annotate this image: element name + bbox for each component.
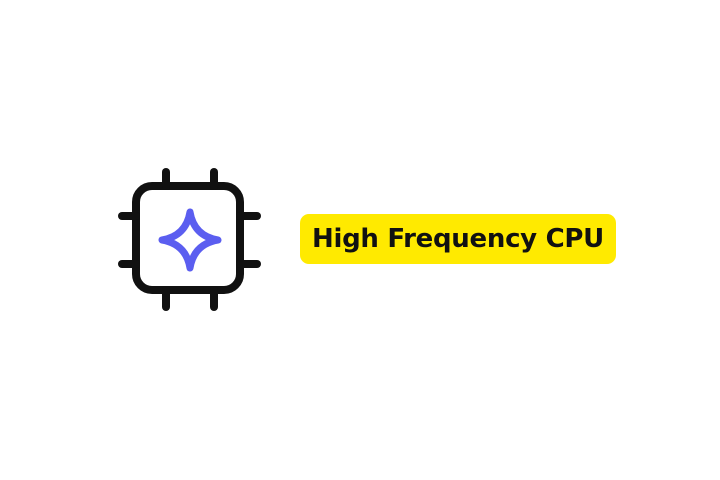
sparkle-icon <box>158 208 222 272</box>
feature-badge-label: High Frequency CPU <box>312 224 604 254</box>
chip-body <box>132 182 244 294</box>
feature-badge: High Frequency CPU <box>300 214 616 264</box>
cpu-chip-icon <box>118 168 262 312</box>
